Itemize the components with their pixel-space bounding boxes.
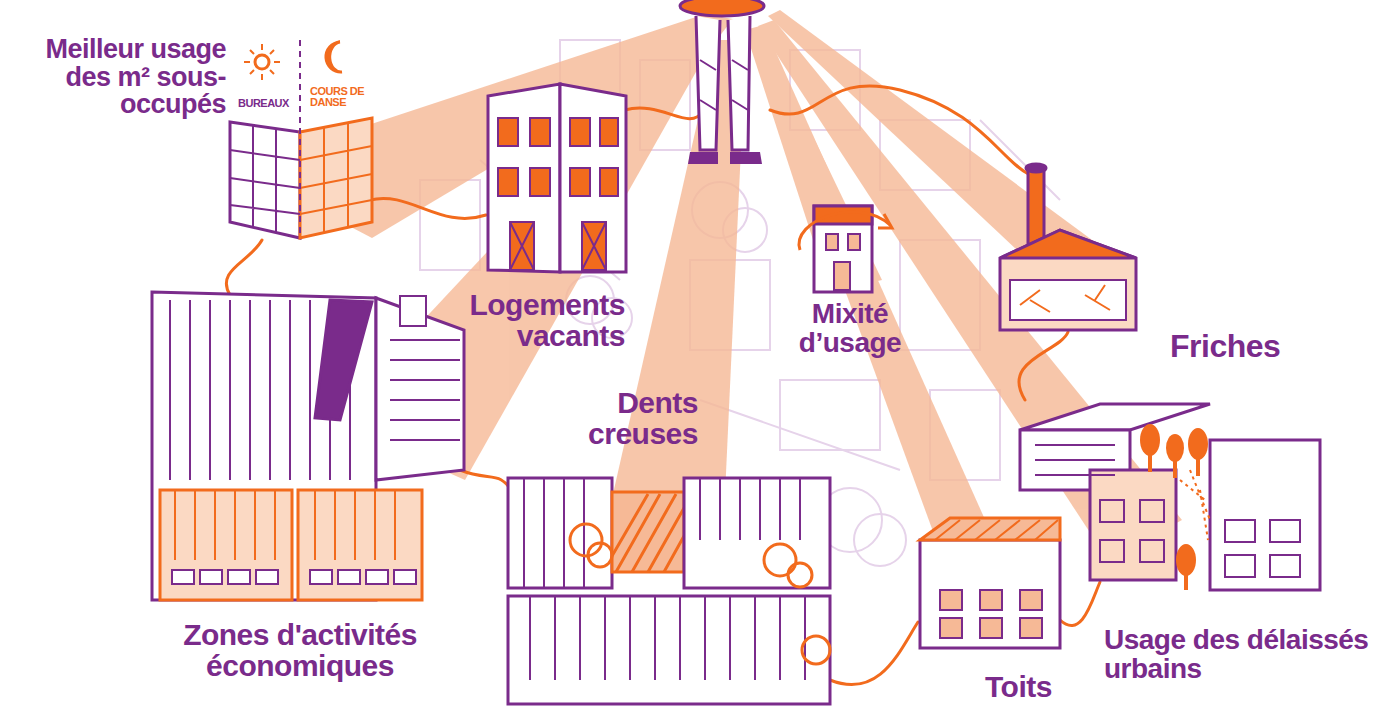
category-label: Toits: [985, 672, 1095, 703]
light-beams: [238, 10, 1182, 600]
office-building: [230, 40, 372, 238]
urban-leftover-buildings: [1020, 404, 1320, 590]
rooftop-building: [920, 518, 1060, 648]
figure: [680, 0, 764, 164]
vacant-house: [488, 84, 626, 272]
category-label: Dents creuses: [552, 388, 698, 449]
infill-gap-block: [508, 478, 830, 704]
category-label: Zones d'activités économiques: [140, 620, 460, 681]
category-label: Usage des délaissés urbains: [1104, 626, 1374, 683]
mixed-use-building: [799, 206, 892, 292]
building-sign: COURS DE DANSE: [310, 86, 370, 108]
wasteland-building: [1000, 164, 1136, 330]
category-label: Logements vacants: [455, 290, 625, 351]
category-label: Meilleur usage des m² sous-occupés: [4, 36, 226, 119]
building-sign: BUREAUX: [238, 98, 296, 109]
warehouse-zone: [152, 292, 464, 600]
category-label: Friches: [1170, 330, 1330, 363]
category-label: Mixité d’usage: [782, 300, 918, 357]
